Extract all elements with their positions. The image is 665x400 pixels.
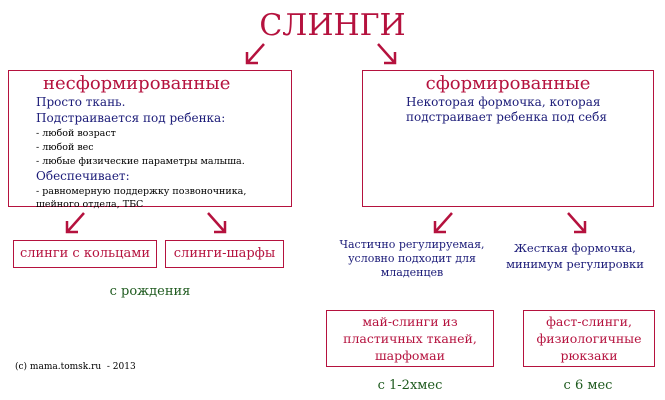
fast-slings-box: фаст-слинги, физиологичные рюкзаки	[523, 310, 655, 367]
unformed-title: несформированные	[43, 73, 231, 94]
arrow-down-left-icon	[245, 43, 265, 65]
unformed-line: Просто ткань.	[36, 95, 126, 109]
wrap-slings-box: слинги-шарфы	[165, 240, 284, 268]
arrow-down-left-icon	[65, 212, 85, 234]
copyright: (c) mama.tomsk.ru - 2013	[15, 362, 136, 372]
age-label: с 1-2хмес	[377, 378, 443, 393]
list-item: - любой вес	[36, 142, 94, 153]
arrow-down-right-icon	[567, 212, 587, 234]
unformed-line: Обеспечивает:	[36, 169, 130, 183]
list-item: - любые физические параметры малыша.	[36, 156, 245, 167]
ring-slings-box: слинги с кольцами	[13, 240, 157, 268]
arrow-down-right-icon	[377, 43, 397, 65]
list-item: - равномерную поддержку позвоночника, ше…	[36, 186, 247, 210]
age-label: с 6 мес	[563, 378, 613, 393]
unformed-list: - любой возраст - любой вес - любые физи…	[36, 127, 245, 169]
mei-slings-box: май-слинги из пластичных тканей, шарфома…	[326, 310, 494, 367]
formed-title: сформированные	[425, 73, 591, 94]
formed-box: сформированные Некоторая формочка, котор…	[362, 70, 654, 207]
branch-desc: Жесткая формочка, минимум регулировки	[506, 241, 644, 271]
list-item: - любой возраст	[36, 128, 116, 139]
arrow-down-right-icon	[207, 212, 227, 234]
diagram-title: СЛИНГИ	[259, 8, 406, 43]
unformed-box: несформированные Просто ткань. Подстраив…	[8, 70, 292, 210]
arrow-down-left-icon	[433, 212, 453, 234]
formed-desc: Некоторая формочка, которая подстраивает…	[406, 95, 607, 124]
unformed-line: Подстраивается под ребенка:	[36, 111, 226, 125]
branch-desc: Частично регулируемая, условно подходит …	[339, 238, 485, 279]
age-label: с рождения	[109, 284, 191, 299]
